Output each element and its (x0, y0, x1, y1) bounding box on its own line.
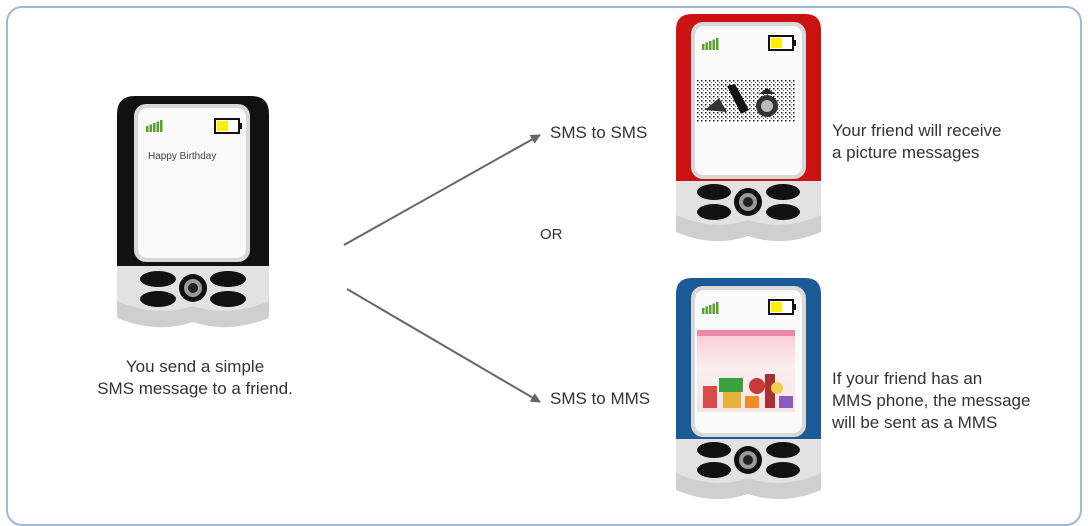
arrow-to-sms (343, 134, 541, 403)
battery-icon (768, 35, 796, 51)
route-label-sms-to-mms: SMS to MMS (550, 389, 651, 408)
or-label: OR (540, 226, 563, 243)
sender-caption-line-2: SMS message to a friend. (97, 379, 293, 398)
receiver-mms-description-line-3: will be sent as a MMS (832, 413, 998, 432)
signal-icon (146, 120, 163, 132)
sender-screen-text: Happy Birthday (148, 151, 217, 162)
receiver-mms-description-line-2: MMS phone, the message (832, 391, 1031, 410)
signal-icon (702, 38, 719, 50)
receiver-sms-phone (676, 14, 821, 242)
receiver-mms-description-line-1: If your friend has an (832, 369, 983, 388)
receiver-sms-description-line-1: Your friend will receive (832, 121, 1002, 140)
battery-icon (768, 299, 796, 315)
route-label-sms-to-sms: SMS to SMS (550, 123, 648, 142)
signal-icon (702, 302, 719, 314)
mms-picture-image (697, 330, 795, 412)
sender-caption-line-1: You send a simple (125, 357, 265, 376)
sender-phone (117, 96, 269, 328)
picture-message-image (697, 80, 795, 122)
battery-icon (214, 118, 242, 134)
receiver-sms-description-line-2: a picture messages (832, 143, 980, 162)
